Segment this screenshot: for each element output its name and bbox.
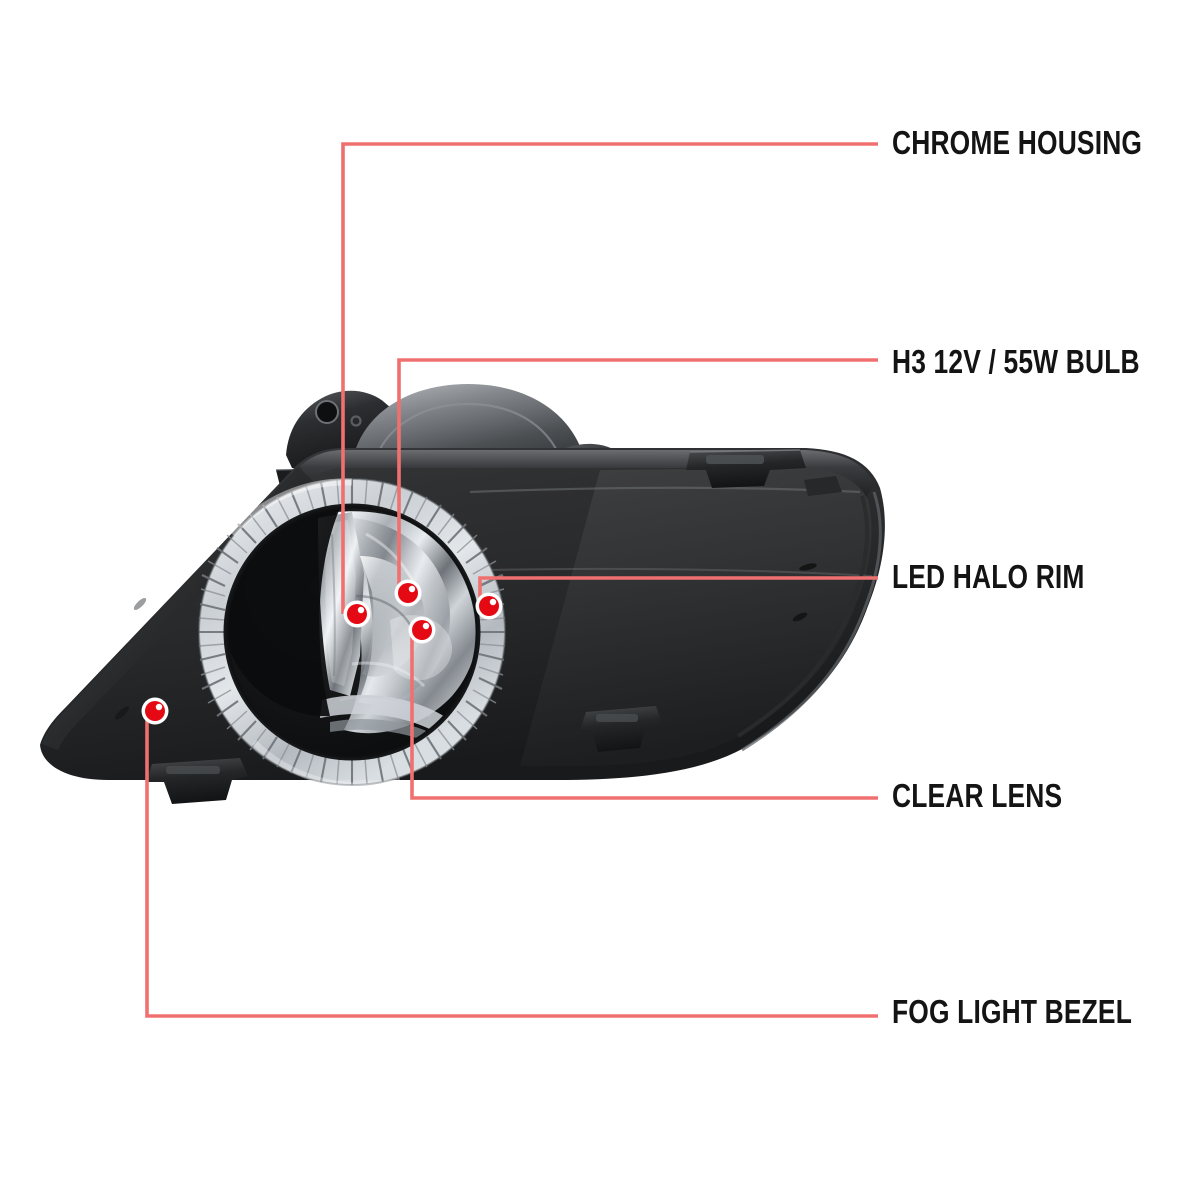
leader-fog-light-bezel: [145, 711, 878, 1018]
fog-light-assembly: [40, 384, 885, 804]
callout-dot-clear-lens: [408, 616, 436, 644]
leader-h3-bulb: [397, 358, 878, 593]
callout-label-led-halo-rim: LED HALO RIM: [892, 558, 1085, 595]
callout-dot-led-halo-rim: [475, 592, 503, 620]
reflector-lower-lip: [320, 695, 458, 742]
led-halo-rim-group: [198, 478, 506, 789]
callout-dots: [141, 579, 503, 725]
mounting-clip-left: [146, 758, 248, 804]
callout-dot-h3-bulb: [394, 579, 422, 607]
bezel-nub-right: [804, 476, 842, 496]
callout-label-chrome-housing: CHROME HOUSING: [892, 124, 1143, 161]
bracket-hole-left: [315, 400, 339, 424]
leader-clear-lens: [410, 630, 878, 800]
callout-label-h3-bulb: H3 12V / 55W BULB: [892, 343, 1140, 380]
mounting-clip-right: [580, 706, 662, 752]
mounting-clip-top: [686, 449, 806, 488]
callout-label-clear-lens: CLEAR LENS: [892, 777, 1063, 814]
callout-dot-chrome-housing: [343, 600, 371, 628]
h3-bulb-chrome: [318, 512, 364, 696]
callout-label-fog-light-bezel: FOG LIGHT BEZEL: [892, 993, 1132, 1030]
callout-dot-fog-light-bezel: [141, 697, 169, 725]
bezel-right-rim: [741, 491, 882, 752]
bezel-right-panel: [520, 468, 872, 766]
leader-chrome-housing: [341, 142, 878, 614]
